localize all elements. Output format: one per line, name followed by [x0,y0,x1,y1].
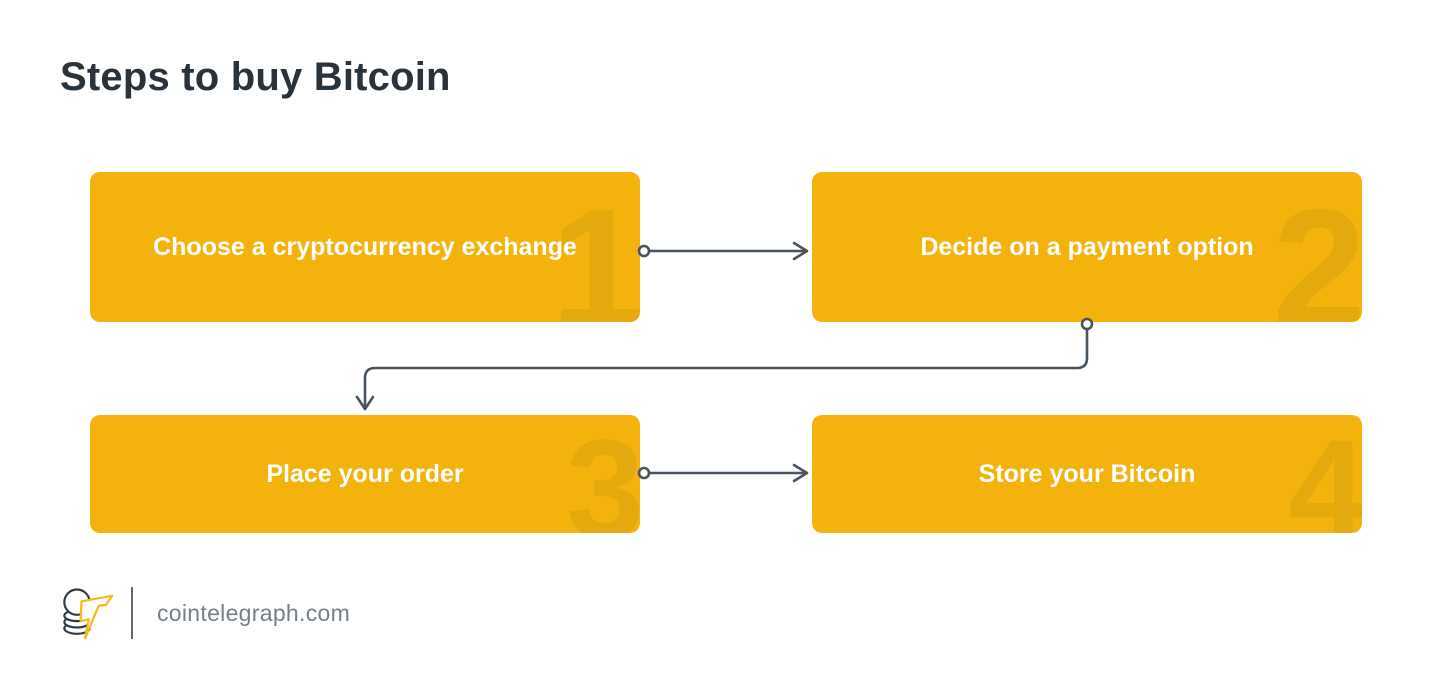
page-title: Steps to buy Bitcoin [60,55,451,99]
step-card-2: 2 Decide on a payment option [812,172,1362,322]
step-label-4: Store your Bitcoin [978,460,1196,488]
step-label-2: Decide on a payment option [920,233,1254,261]
cointelegraph-logo-icon [63,588,114,640]
footer-divider [131,587,133,639]
step-label-3: Place your order [266,460,464,488]
step-number-watermark-1: 1 [550,174,640,322]
arrow-step2-to-step3 [355,317,1094,411]
step-number-watermark-4: 4 [1288,415,1362,534]
step-label-1: Choose a cryptocurrency exchange [153,233,577,261]
step-number-watermark-2: 2 [1272,174,1362,322]
footer-site-text: cointelegraph.com [157,599,351,626]
footer-brand: cointelegraph.com [57,585,350,641]
arrow-step1-to-step2 [637,241,809,261]
step-number-watermark-3: 3 [566,415,640,534]
arrow-step3-to-step4 [637,463,809,483]
step-card-4: 4 Store your Bitcoin [812,415,1362,533]
step-card-3: 3 Place your order [90,415,640,533]
step-card-1: 1 Choose a cryptocurrency exchange [90,172,640,322]
